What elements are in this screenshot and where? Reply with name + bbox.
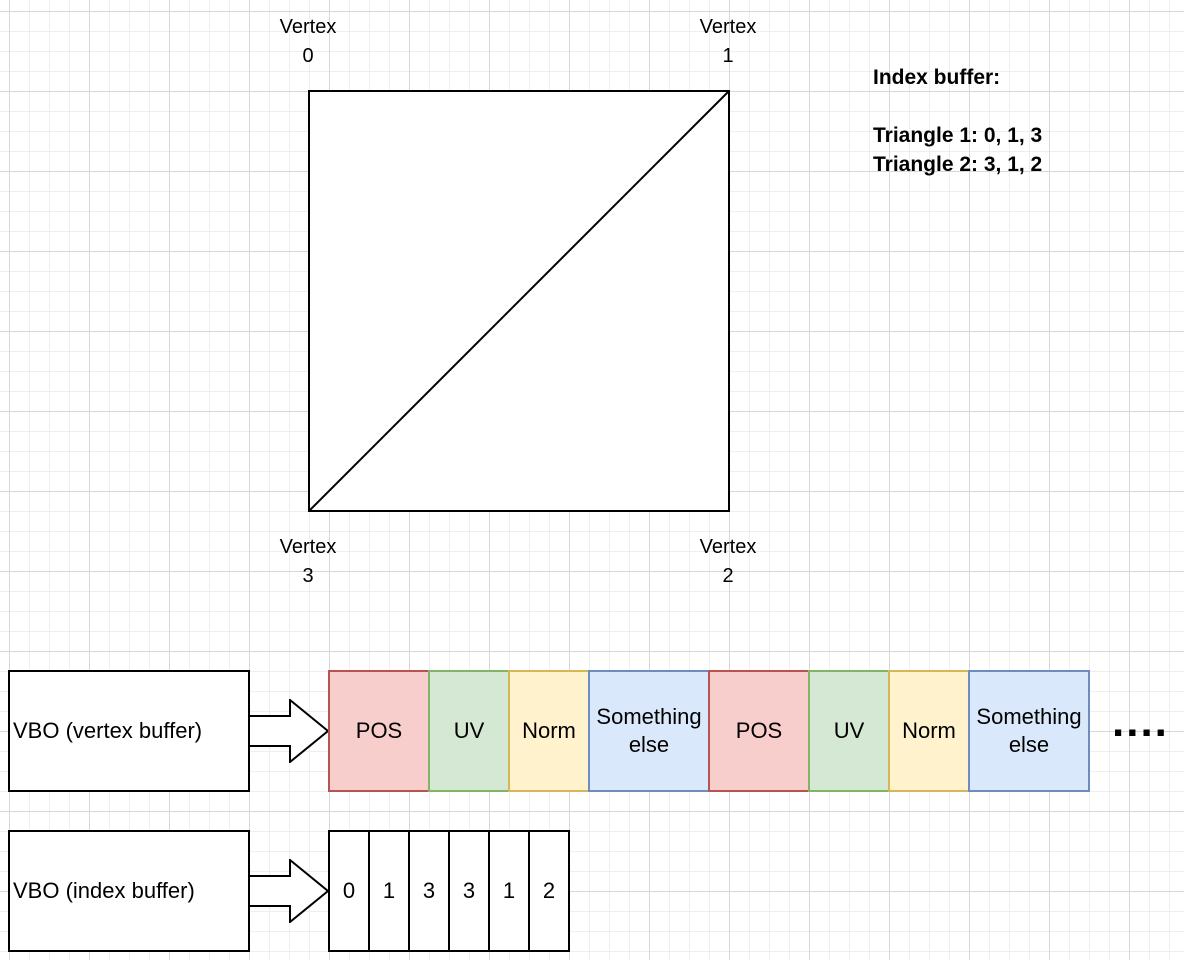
index-buffer-cell: 2 <box>528 830 570 952</box>
vertex-0-label: Vertex 0 <box>279 16 337 67</box>
index-buffer-label: VBO (index buffer) <box>13 878 195 903</box>
index-buffer-cell: 3 <box>408 830 450 952</box>
index-buffer-arrow <box>248 859 330 923</box>
vertex-buffer-cell-uv: UV <box>428 670 510 792</box>
vertex-buffer-arrow <box>248 699 330 763</box>
index-buffer-cell: 3 <box>448 830 490 952</box>
vertex-buffer-cell-norm: Norm <box>508 670 590 792</box>
vertex-buffer-box: VBO (vertex buffer) <box>8 670 250 792</box>
vertex-2-label: Vertex 2 <box>699 536 757 587</box>
vertex-buffer-cell-something-else: Something else <box>588 670 710 792</box>
vertex-1-label: Vertex 1 <box>699 16 757 67</box>
vertex-buffer-label: VBO (vertex buffer) <box>13 718 203 743</box>
vertex-buffer-cell-something-else: Something else <box>968 670 1090 792</box>
quad-diagonal <box>308 90 730 512</box>
quad-diagram <box>308 90 730 512</box>
vertex-buffer-cell-pos: POS <box>328 670 430 792</box>
index-buffer-cell: 1 <box>368 830 410 952</box>
index-buffer-box: VBO (index buffer) <box>8 830 250 952</box>
vertex-3-label: Vertex 3 <box>279 536 337 587</box>
vertex-buffer-cell-uv: UV <box>808 670 890 792</box>
index-buffer-description: Index buffer: Triangle 1: 0, 1, 3 Triang… <box>873 66 1043 176</box>
vertex-buffer-ellipsis: .... <box>1112 697 1169 746</box>
vertex-buffer-cell-pos: POS <box>708 670 810 792</box>
index-buffer-cell: 0 <box>328 830 370 952</box>
vertex-buffer-cell-norm: Norm <box>888 670 970 792</box>
index-buffer-cell: 1 <box>488 830 530 952</box>
